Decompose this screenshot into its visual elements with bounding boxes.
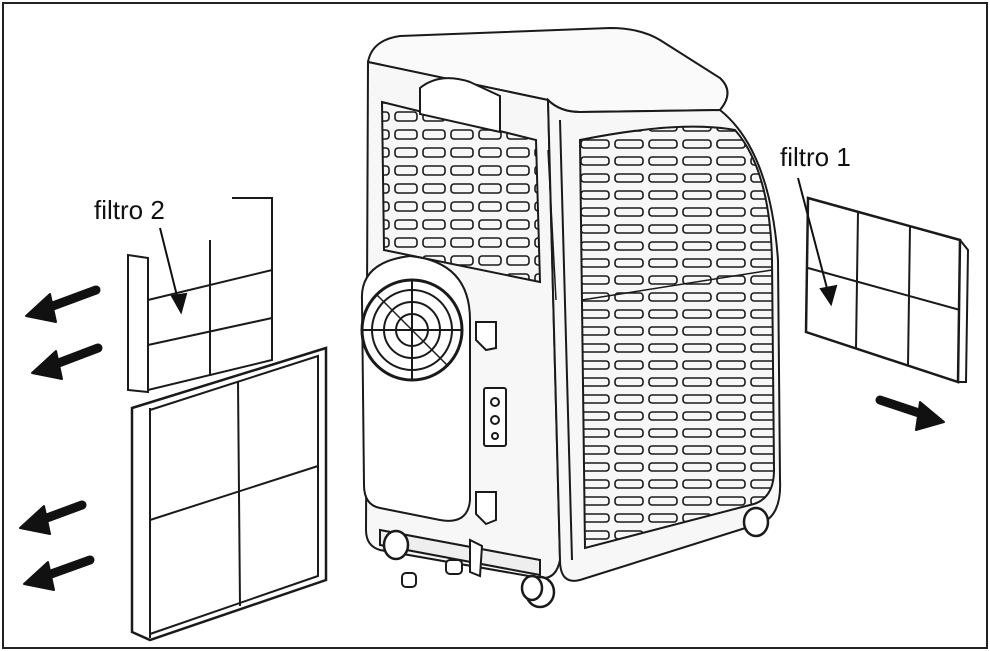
exhaust-fan <box>360 254 471 522</box>
side-grille <box>578 125 776 550</box>
drain-pipe <box>469 538 484 578</box>
filter-1-label: filtro 1 <box>780 142 851 172</box>
outlet-icon <box>483 387 507 447</box>
cord-hook <box>475 321 497 352</box>
arrow-left-icon <box>23 555 95 591</box>
filter-1 <box>804 196 970 384</box>
unit-base <box>379 528 541 577</box>
pointer-arrow <box>159 227 188 315</box>
arrow-left-icon <box>19 500 87 535</box>
cord-hook <box>475 491 497 526</box>
pointer-arrow <box>797 177 838 307</box>
wheel-icon <box>382 506 770 609</box>
drain-cap <box>445 559 463 575</box>
upper-grille <box>380 77 542 284</box>
unit-edge <box>559 119 573 561</box>
unit-edge <box>547 149 557 301</box>
drain-plug <box>401 572 417 588</box>
arrow-right-icon <box>875 395 945 431</box>
arrow-left-icon <box>25 285 101 323</box>
arrow-left-icon <box>31 343 103 380</box>
filter-2-lower <box>130 346 328 642</box>
filter-2-label: filtro 2 <box>94 195 165 225</box>
